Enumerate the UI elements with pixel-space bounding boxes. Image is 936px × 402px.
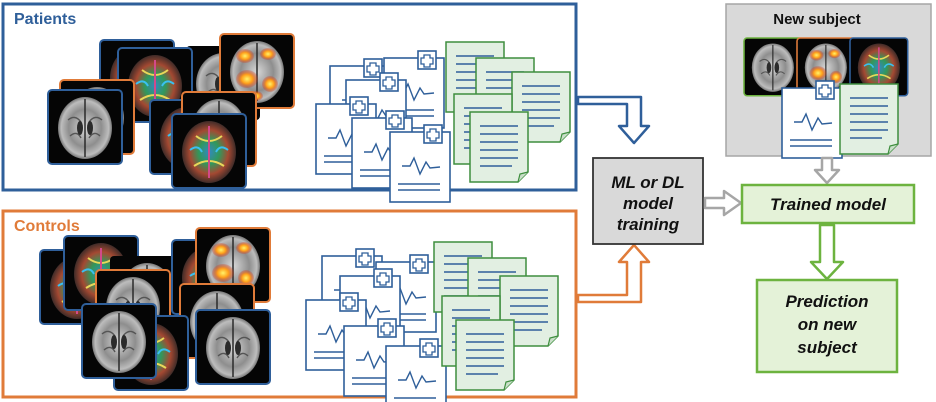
patients-label: Patients [14, 11, 76, 28]
training-to-model-arrow [703, 189, 743, 217]
prediction-line-3: subject [797, 338, 858, 357]
new-subject-document [839, 83, 899, 155]
trained-model-label: Trained model [770, 195, 887, 214]
new-subject-to-model-arrow [813, 156, 841, 185]
patients-mri-stack [47, 33, 295, 189]
controls-group: Controls [1, 209, 578, 402]
prediction-line-1: Prediction [785, 292, 868, 311]
training-line-1: ML or DL [611, 173, 684, 192]
patients-group: Patients [1, 2, 578, 203]
controls-mri-stack [39, 227, 271, 391]
controls-to-training-arrow [576, 243, 651, 304]
model-to-prediction-arrow [809, 223, 845, 281]
new-subject-record [781, 80, 843, 159]
new-subject-panel: New subject [725, 3, 932, 159]
trained-model-box: Trained model [740, 183, 916, 225]
prediction-box: Prediction on new subject [755, 278, 899, 374]
patients-to-training-arrow [576, 95, 651, 145]
training-line-2: model [623, 194, 674, 213]
prediction-line-2: on new [798, 315, 858, 334]
controls-label: Controls [14, 218, 80, 235]
new-subject-label: New subject [773, 11, 861, 28]
model-training-box: ML or DL model training [592, 157, 704, 245]
training-line-3: training [617, 215, 680, 234]
